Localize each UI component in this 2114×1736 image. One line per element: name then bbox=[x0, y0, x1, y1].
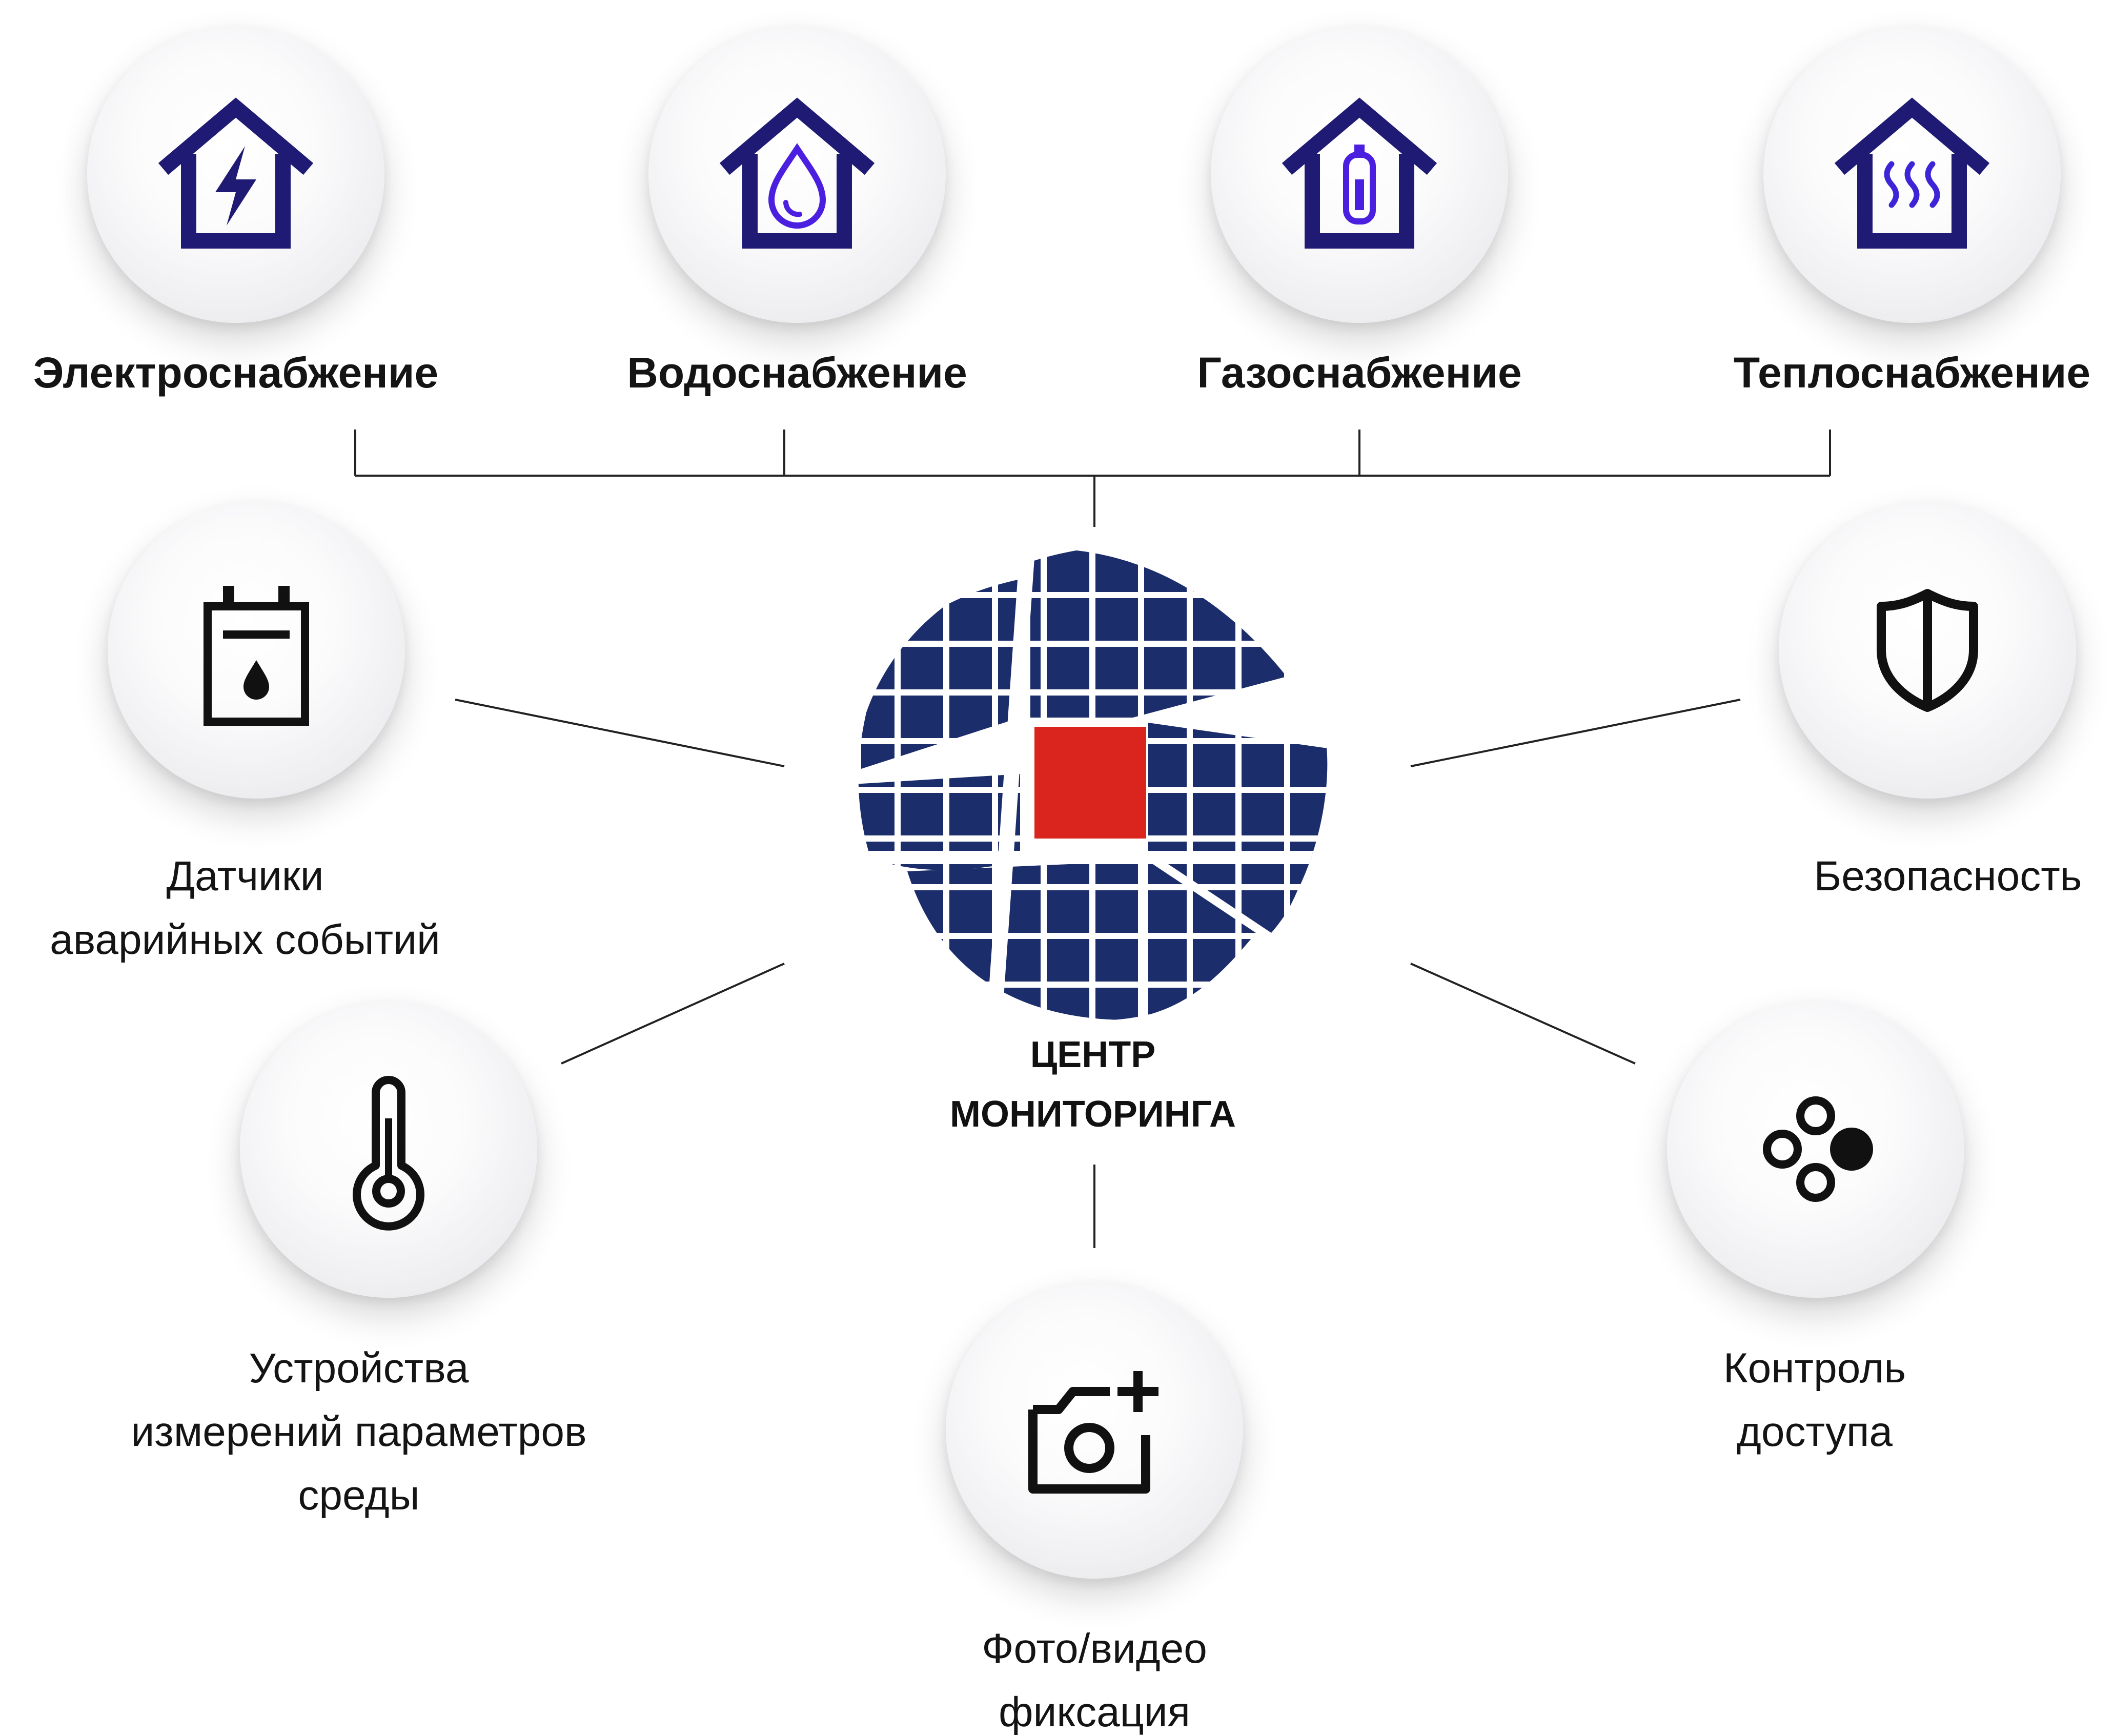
label-electric-supply: Электроснабжение bbox=[33, 349, 439, 397]
connector-security bbox=[1410, 699, 1741, 767]
leak-sensor-icon bbox=[204, 586, 309, 726]
label-leak-sensors: Датчики аварийных событий bbox=[50, 845, 440, 972]
label-measuring-line2: измерений параметров bbox=[131, 1408, 587, 1455]
label-access-control: Контроль доступа bbox=[1723, 1337, 1906, 1464]
connector-access bbox=[1410, 963, 1636, 1065]
label-photo-line1: Фото/видео bbox=[982, 1625, 1207, 1672]
connector-measuring bbox=[561, 963, 785, 1065]
water-supply-circle bbox=[648, 26, 946, 323]
access-dots-icon bbox=[1763, 1096, 1873, 1202]
label-leak-sensors-line2: аварийных событий bbox=[50, 916, 440, 963]
label-access-line1: Контроль bbox=[1723, 1345, 1906, 1392]
label-water-supply: Водоснабжение bbox=[627, 349, 967, 397]
camera-add-icon bbox=[1028, 1371, 1158, 1494]
gas-supply-circle bbox=[1211, 26, 1508, 323]
label-measuring-line3: среды bbox=[298, 1472, 420, 1519]
house-lightning-icon bbox=[158, 97, 314, 249]
electric-supply-circle bbox=[87, 26, 384, 323]
center-title-line2: МОНИТОРИНГА bbox=[950, 1094, 1236, 1135]
label-security-line1: Безопасность bbox=[1814, 853, 2082, 900]
leak-sensors-circle bbox=[108, 501, 405, 799]
photo-video-circle bbox=[946, 1281, 1243, 1579]
globe-grid-logo-icon bbox=[858, 548, 1328, 1020]
label-heat-supply: Теплоснабжение bbox=[1733, 349, 2091, 397]
house-heat-waves-icon bbox=[1834, 97, 1990, 249]
label-gas-supply: Газоснабжение bbox=[1197, 349, 1522, 397]
shield-icon bbox=[1877, 589, 1978, 712]
connector-sensors bbox=[455, 699, 785, 767]
house-gas-cylinder-icon bbox=[1282, 97, 1437, 249]
label-leak-sensors-line1: Датчики bbox=[166, 853, 324, 900]
access-control-circle bbox=[1667, 1000, 1964, 1298]
label-access-line2: доступа bbox=[1737, 1408, 1893, 1455]
label-measuring-devices: Устройства измерений параметров среды bbox=[131, 1337, 586, 1527]
label-photo-line2: фиксация bbox=[999, 1689, 1190, 1735]
label-photo-video: Фото/видео фиксация bbox=[982, 1617, 1207, 1736]
house-water-drop-icon bbox=[719, 97, 875, 249]
center-title-line1: ЦЕНТР bbox=[1030, 1034, 1156, 1075]
heat-supply-circle bbox=[1763, 26, 2061, 323]
center-title: ЦЕНТР МОНИТОРИНГА bbox=[950, 1025, 1236, 1144]
measuring-devices-circle bbox=[240, 1000, 537, 1298]
thermometer-icon bbox=[353, 1076, 424, 1231]
label-security: Безопасность bbox=[1814, 845, 2082, 908]
label-measuring-line1: Устройства bbox=[249, 1345, 469, 1392]
security-circle bbox=[1779, 501, 2076, 799]
